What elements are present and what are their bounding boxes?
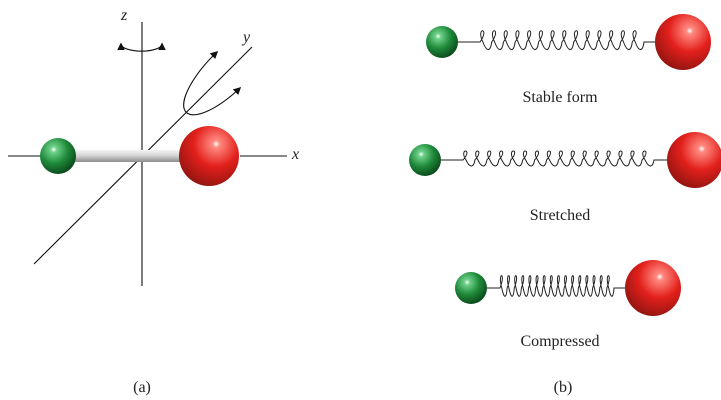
state-caption-compressed: Compressed [520,333,600,350]
spring-icon [441,150,667,167]
atom-sphere-icon [625,260,681,316]
atom-sphere-icon [455,272,487,304]
atom-sphere-icon [667,132,721,188]
axis-label-x: x [292,146,300,163]
atom-sphere-icon [655,14,711,70]
atom-sphere-icon [179,126,239,186]
spring-icon [487,275,625,297]
atom-sphere-icon [40,138,76,174]
bond-rod [64,150,184,162]
springs-group [409,14,721,316]
panel-label-b: (b) [553,379,573,396]
axis-label-y: y [243,29,251,46]
atom-sphere-icon [409,144,441,176]
state-caption-stretched: Stretched [529,207,591,224]
axis-label-z: z [121,7,128,24]
panel-label-a: (a) [133,379,151,396]
rotation-arrow-icon [183,50,242,116]
atom-sphere-icon [426,26,458,58]
state-caption-stable: Stable form [522,89,598,106]
spring-icon [458,30,655,50]
rotation-arrow-icon [117,42,166,52]
